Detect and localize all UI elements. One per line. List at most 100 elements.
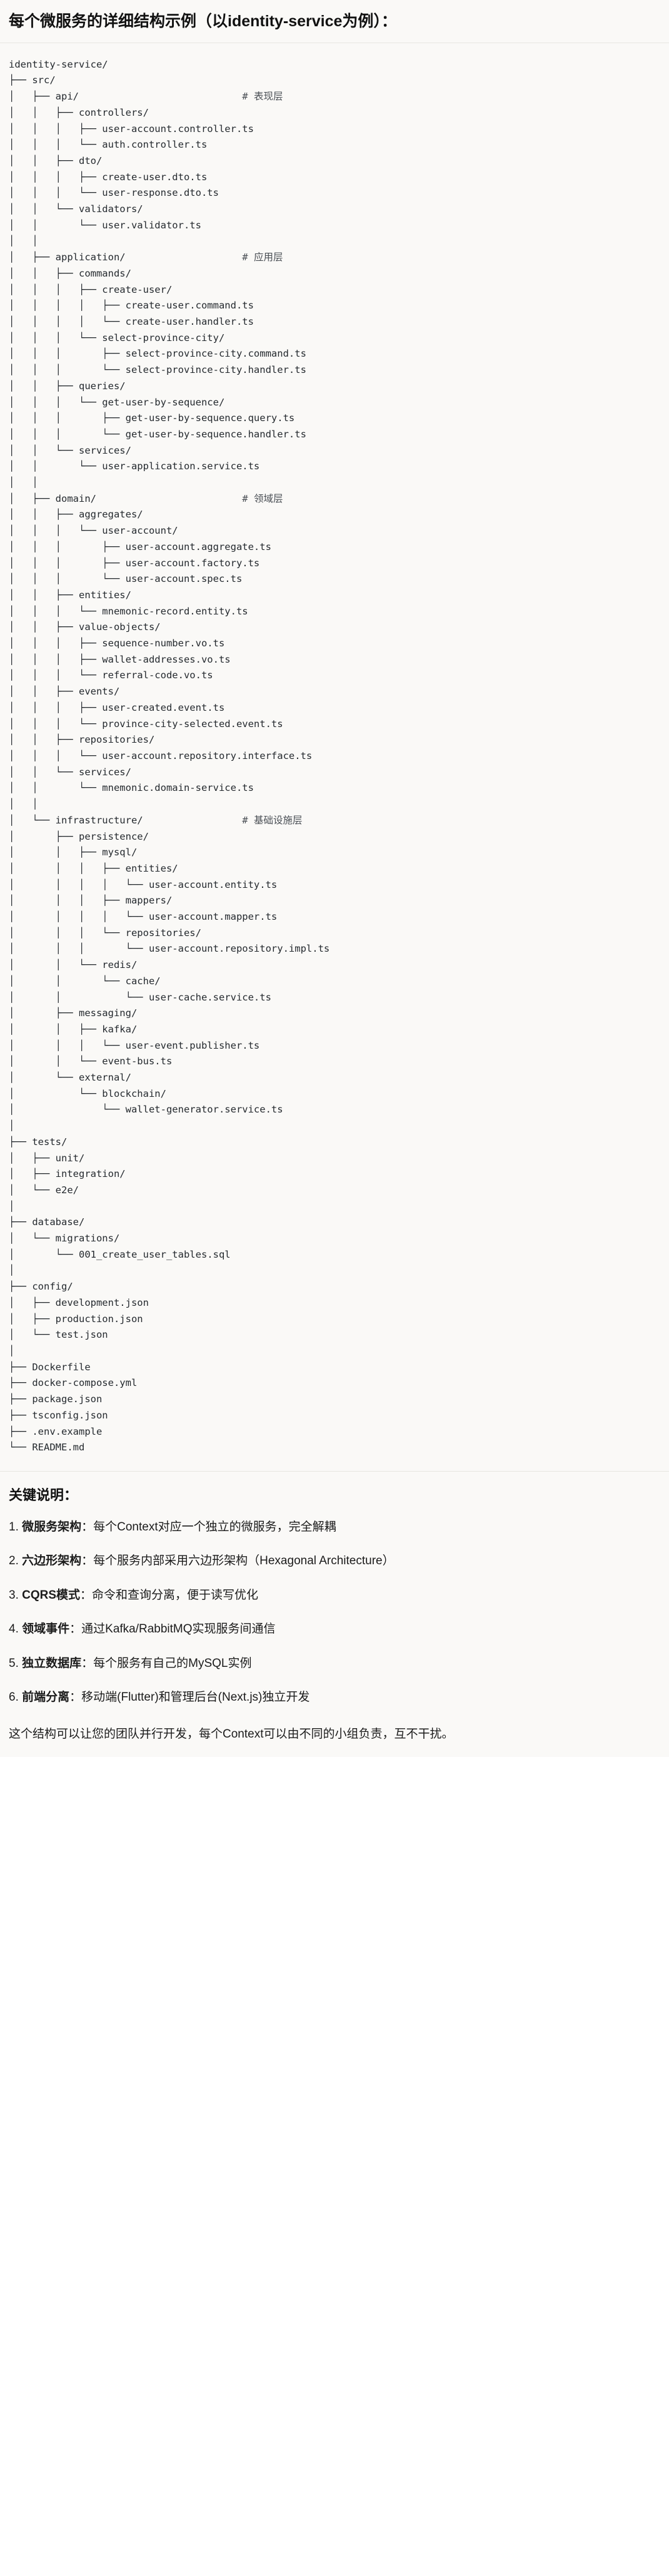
tree-line: │ │ ├── value-objects/: [9, 621, 161, 633]
tree-line-path: │ │ ├── entities/: [9, 589, 131, 601]
tree-line: │ │ │ └── user-account.repository.interf…: [9, 750, 312, 761]
tree-line-path: │ │ │ └── select-province-city/: [9, 332, 225, 344]
tree-line-path: │ │ ├── queries/: [9, 380, 126, 392]
tree-line-path: │ │ ├── events/: [9, 686, 120, 698]
tree-line-path: │ └── infrastructure/: [9, 814, 143, 826]
tree-line: │ │ │ ├── user-account.aggregate.ts: [9, 541, 271, 552]
tree-line: │ │: [9, 798, 38, 810]
tree-line-path: │ └── migrations/: [9, 1233, 120, 1245]
tree-line-path: │ │: [9, 477, 38, 489]
tree-line: │ │ │ └── get-user-by-sequence.handler.t…: [9, 429, 306, 440]
tree-line-path: │ │ │ ├── user-account.controller.ts: [9, 123, 254, 135]
page-title: 每个微服务的详细结构示例（以identity-service为例）：: [9, 13, 397, 30]
tree-line: │ │ └── cache/: [9, 975, 161, 987]
tree-line-path: │ │ │ ├── user-created.event.ts: [9, 701, 225, 713]
tree-line: ├── database/: [9, 1216, 84, 1228]
tree-line-path: │ │ │ └── mnemonic-record.entity.ts: [9, 605, 248, 617]
tree-line: │ │ │ ├── user-account.controller.ts: [9, 123, 254, 135]
note-term: 前端分离: [22, 1691, 70, 1704]
tree-line-path: │ └── blockchain/: [9, 1087, 166, 1099]
tree-line: │ │ │ └── repositories/: [9, 927, 201, 939]
tree-line: │ │ ├── queries/: [9, 380, 126, 392]
tree-line: │ │ ├── dto/: [9, 155, 102, 166]
note-description: ：移动端(Flutter)和管理后台(Next.js)独立开发: [69, 1691, 310, 1704]
tree-line-path: │ │ │ ├── get-user-by-sequence.query.ts: [9, 412, 295, 424]
tree-line: │ │ │ ├── wallet-addresses.vo.ts: [9, 654, 231, 665]
tree-line-path: │ │ │ └── user-account.repository.impl.t…: [9, 943, 330, 955]
tree-line-path: │ │ └── services/: [9, 766, 131, 778]
tree-line: │ │ └── user.validator.ts: [9, 220, 201, 231]
tree-line-path: │ ├── api/: [9, 91, 79, 103]
tree-line: │ │ ├── kafka/: [9, 1024, 137, 1035]
tree-line: │ │ │ ├── mappers/: [9, 895, 172, 906]
tree-line-path: │ │ └── mnemonic.domain-service.ts: [9, 782, 254, 794]
tree-line: │ ├── integration/: [9, 1168, 126, 1179]
tree-line-path: │ │ └── user-cache.service.ts: [9, 991, 271, 1003]
tree-line: │ │ │ ├── entities/: [9, 863, 178, 874]
tree-line-path: ├── Dockerfile: [9, 1361, 91, 1373]
tree-line-path: │ │ │ └── province-city-selected.event.t…: [9, 718, 283, 730]
tree-line-path: │ │ ├── dto/: [9, 155, 103, 166]
tree-line-path: │: [9, 1200, 15, 1212]
tree-line: │ │ ├── aggregates/: [9, 509, 143, 520]
tree-line-path: │ │ │ └── user-account.spec.ts: [9, 573, 243, 585]
note-description: ：通过Kafka/RabbitMQ实现服务间通信: [69, 1622, 276, 1636]
tree-line-path: │ │ │ ├── mappers/: [9, 895, 173, 907]
tree-line-path: ├── package.json: [9, 1393, 103, 1405]
tree-line-path: │ │ │ │ ├── create-user.command.ts: [9, 300, 254, 312]
tree-line: ├── tsconfig.json: [9, 1410, 108, 1421]
tree-line-comment: # 领域层: [242, 492, 283, 504]
tree-line: │ │ │ └── user-account.spec.ts: [9, 573, 242, 584]
tree-line-path: │ │ │ │ └── user-account.entity.ts: [9, 878, 278, 890]
tree-line: │ │ │ └── user-account/: [9, 525, 178, 536]
tree-line-comment: # 表现层: [242, 91, 283, 103]
tree-line: │ │ │ │ └── user-account.mapper.ts: [9, 911, 277, 922]
note-term: CQRS模式: [22, 1588, 81, 1602]
tree-line-path: │ │ │ ├── user-account.factory.ts: [9, 557, 260, 569]
tree-line: │ │ ├── entities/: [9, 589, 131, 601]
tree-line: │ │ │ └── referral-code.vo.ts: [9, 669, 213, 681]
tree-line: │ ├── unit/: [9, 1153, 84, 1164]
tree-line-path: └── README.md: [9, 1442, 85, 1453]
tree-line-path: │ │ │ └── user-response.dto.ts: [9, 187, 219, 199]
note-number: 6.: [9, 1691, 23, 1704]
tree-line-path: │ │: [9, 798, 38, 810]
tree-line-path: │ ├── application/: [9, 252, 126, 263]
tree-line: │ │ └── mnemonic.domain-service.ts: [9, 782, 254, 793]
tree-line: │ │ │ └── user-account.repository.impl.t…: [9, 943, 329, 954]
note-term: 领域事件: [22, 1622, 70, 1636]
tree-line-path: │ └── test.json: [9, 1329, 108, 1341]
tree-line-path: │ │ └── services/: [9, 444, 131, 456]
tree-line: │ ├── messaging/: [9, 1007, 137, 1019]
tree-line: │ │ │ │ ├── create-user.command.ts: [9, 300, 254, 311]
tree-line: │ │ │ ├── user-account.factory.ts: [9, 557, 259, 569]
note-term: 微服务架构: [22, 1520, 82, 1534]
tree-line-path: │ │: [9, 235, 38, 247]
note-number: 1.: [9, 1520, 23, 1534]
note-item: 5. 独立数据库：每个服务有自己的MySQL实例: [9, 1655, 660, 1673]
note-item: 2. 六边形架构：每个服务内部采用六边形架构（Hexagonal Archite…: [9, 1552, 660, 1571]
tree-line-path: ├── src/: [9, 74, 56, 86]
tree-line-path: │: [9, 1265, 15, 1276]
tree-line: │ │ │ └── user-response.dto.ts: [9, 187, 219, 198]
tree-line: │ │ │ ├── user-created.event.ts: [9, 702, 224, 713]
note-term: 六边形架构: [22, 1554, 82, 1568]
tree-line: │ └── wallet-generator.service.ts: [9, 1104, 283, 1115]
tree-line-path: │: [9, 1345, 15, 1357]
tree-line: │ │ │ ├── get-user-by-sequence.query.ts: [9, 412, 294, 424]
tree-line-path: │ │ │ └── select-province-city.handler.t…: [9, 364, 306, 376]
tree-line: │ └── 001_create_user_tables.sql: [9, 1249, 231, 1260]
tree-line: │ │ │ └── get-user-by-sequence/: [9, 397, 224, 408]
tree-line: │ │ │ └── select-province-city/: [9, 332, 224, 344]
tree-line-comment: # 基础设施层: [242, 814, 303, 826]
tree-line-path: │ │ │ └── referral-code.vo.ts: [9, 669, 213, 681]
tree-line-path: │ │ ├── mysql/: [9, 847, 138, 858]
tree-line: │ │ ├── mysql/: [9, 847, 137, 858]
tree-line: │ ├── api/ # 表现层: [9, 91, 283, 102]
tree-line-path: │ ├── unit/: [9, 1152, 85, 1164]
tree-line: │ │: [9, 235, 38, 247]
tree-line: │: [9, 1265, 14, 1276]
directory-tree: identity-service/ ├── src/ │ ├── api/ # …: [9, 57, 660, 1456]
